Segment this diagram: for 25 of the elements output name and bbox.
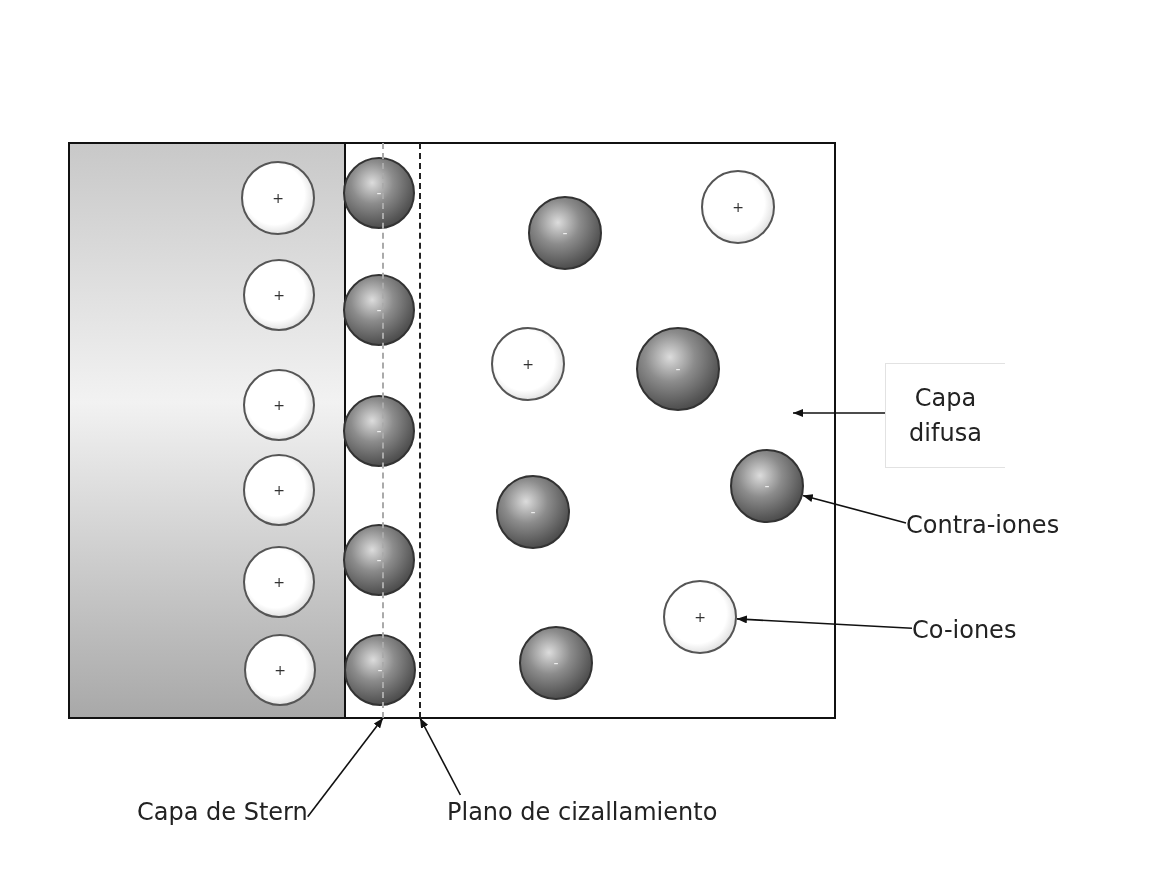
negative-ion: - bbox=[519, 626, 593, 700]
negative-ion: - bbox=[343, 524, 415, 596]
positive-ion: + bbox=[491, 327, 565, 401]
positive-ion: + bbox=[663, 580, 737, 654]
negative-ion: - bbox=[343, 395, 415, 467]
positive-ion: + bbox=[701, 170, 775, 244]
dashed-plane-line bbox=[419, 143, 421, 718]
dashed-plane-line bbox=[382, 143, 384, 718]
callout-label: Plano de cizallamiento bbox=[447, 795, 718, 830]
callout-label: Capa difusa bbox=[885, 363, 1005, 468]
negative-ion: - bbox=[528, 196, 602, 270]
negative-ion: - bbox=[344, 634, 416, 706]
leader-arrow bbox=[736, 615, 913, 629]
leader-arrow bbox=[792, 409, 886, 417]
callout-label: Capa de Stern bbox=[137, 795, 308, 830]
negative-ion: - bbox=[636, 327, 720, 411]
negative-ion: - bbox=[343, 274, 415, 346]
negative-ion: - bbox=[730, 449, 804, 523]
leader-arrow bbox=[419, 717, 462, 796]
leader-arrow bbox=[306, 717, 384, 818]
negative-ion: - bbox=[343, 157, 415, 229]
negative-ion: - bbox=[496, 475, 570, 549]
leader-arrow bbox=[802, 494, 907, 524]
callout-label: Contra-iones bbox=[906, 508, 1060, 543]
callout-label: Co-iones bbox=[912, 613, 1017, 648]
